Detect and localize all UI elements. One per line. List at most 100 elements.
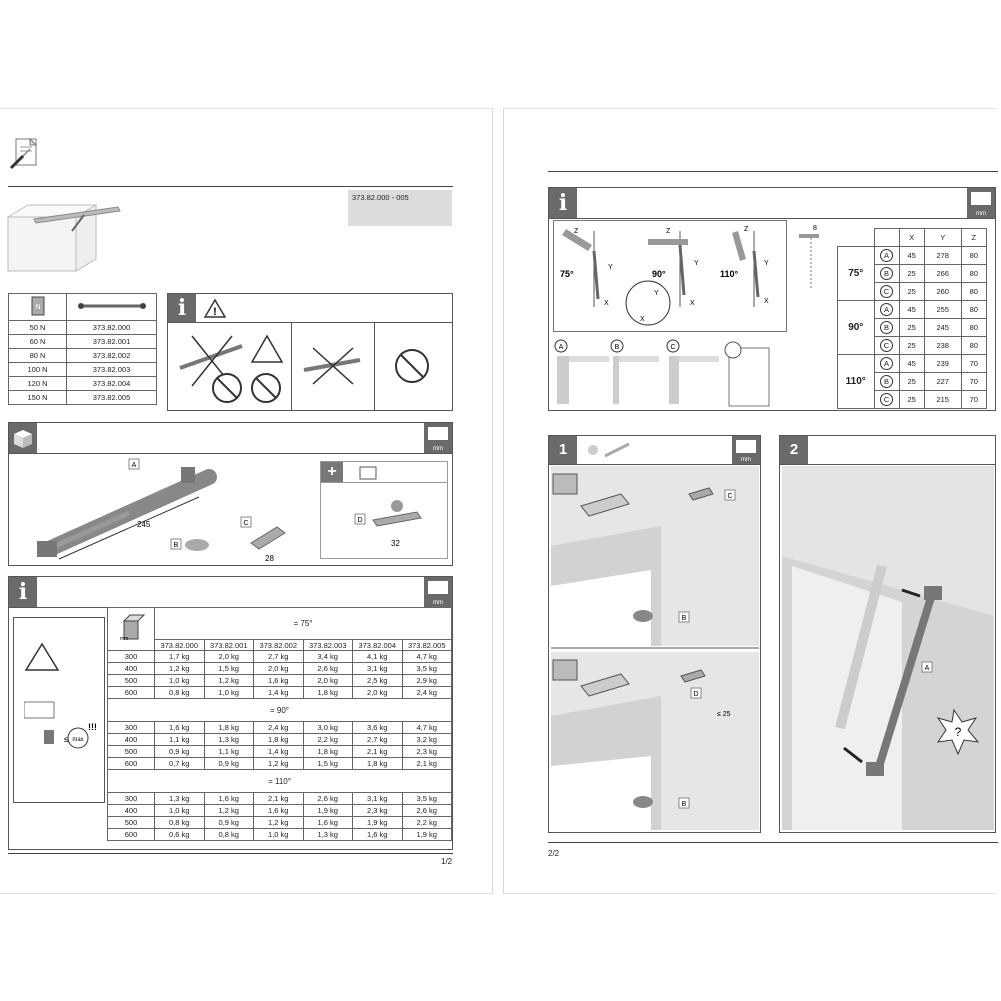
variant-badge: C: [880, 393, 893, 406]
load-cell: 2,0 kg: [352, 686, 403, 699]
column-header: 373.82.004: [352, 639, 403, 651]
step-number-1: 1: [549, 436, 577, 464]
header-rule: [8, 186, 453, 187]
load-cell: 1,1 kg: [203, 745, 254, 758]
optional-part-panel: + D 32: [320, 461, 448, 559]
svg-text:8: 8: [813, 225, 817, 232]
depth-cell: 500: [107, 674, 155, 687]
footer-rule: [8, 853, 453, 854]
angle-110: 110°: [720, 269, 739, 279]
load-cell: 1,6 kg: [203, 792, 254, 805]
load-cell: 1,0 kg: [203, 686, 254, 699]
svg-text:Y: Y: [694, 260, 699, 267]
step-number-2: 2: [780, 436, 808, 464]
variant-badge: A: [880, 249, 893, 262]
angle-75-label: = 75°: [154, 607, 452, 640]
load-cell: 1,9 kg: [302, 804, 353, 817]
load-cell: 1,2 kg: [154, 662, 205, 675]
svg-text:B: B: [615, 344, 620, 351]
svg-text:N: N: [35, 304, 40, 311]
depth-cell: 300: [107, 721, 155, 734]
load-cell: 1,4 kg: [253, 745, 304, 758]
overload-warning-panel: ≤ max !!!: [13, 617, 105, 803]
load-cell: 3,1 kg: [352, 792, 403, 805]
depth-cell: 600: [107, 757, 155, 770]
load-cell: 0,9 kg: [203, 816, 254, 829]
info-icon: i: [168, 294, 196, 322]
mounting-plate-d-illustration: D 32: [354, 500, 422, 548]
load-cell: 0,6 kg: [154, 828, 205, 841]
load-cell: 2,0 kg: [203, 650, 254, 663]
depth-cell: 400: [107, 662, 155, 675]
load-cell: 1,6 kg: [253, 804, 304, 817]
load-cell: 1,2 kg: [203, 674, 254, 687]
load-cell: 2,4 kg: [401, 686, 452, 699]
load-cell: 2,2 kg: [302, 733, 353, 746]
angle-group: 110°: [837, 354, 875, 409]
part-label-d: D: [357, 517, 362, 524]
step-2-illustration: A ?: [782, 466, 994, 830]
svg-text:Z: Z: [574, 228, 579, 235]
svg-text:C: C: [727, 493, 732, 500]
gas-spring-parts-illustration: A 245 B C 28: [37, 458, 286, 563]
load-cell: 1,2 kg: [253, 816, 304, 829]
load-cell: 1,8 kg: [203, 721, 254, 734]
variant-badge: B: [880, 375, 893, 388]
load-cell: 2,1 kg: [253, 792, 304, 805]
article-cell: 373.82.003: [66, 362, 157, 377]
warning-panel: i !: [167, 293, 453, 411]
part-label-c: C: [243, 520, 248, 527]
article-cell: 373.82.000: [66, 320, 157, 335]
svg-text:A: A: [559, 344, 564, 351]
depth-cell: 400: [107, 804, 155, 817]
load-cell: 1,6 kg: [302, 816, 353, 829]
svg-text:A: A: [925, 665, 930, 672]
depth-cell: 300: [107, 792, 155, 805]
load-cell: 1,6 kg: [352, 828, 403, 841]
column-header: 373.82.002: [253, 639, 304, 651]
depth-cell: 500: [107, 745, 155, 758]
load-cell: 3,6 kg: [352, 721, 403, 734]
angle-group: 75°: [837, 246, 875, 301]
load-cell: 2,3 kg: [401, 745, 452, 758]
load-cell: 1,6 kg: [154, 721, 205, 734]
svg-text:Y: Y: [764, 260, 769, 267]
depth-cell: 400: [107, 733, 155, 746]
force-cell: 50 N: [8, 320, 67, 335]
article-number-box: 373.82.000 - 005: [348, 190, 452, 226]
load-cell: 1,1 kg: [154, 733, 205, 746]
less-equal-sign: ≤: [64, 734, 69, 744]
variant-badge: A: [880, 357, 893, 370]
depth-cube-icon: mm: [120, 614, 146, 642]
svg-text:!: !: [213, 306, 217, 318]
max-label: max: [72, 737, 83, 743]
load-cell: 2,0 kg: [253, 662, 304, 675]
no-bending-illustration: [303, 347, 361, 385]
load-cell: 1,5 kg: [302, 757, 353, 770]
load-cell: 1,9 kg: [401, 828, 452, 841]
angle-75: 75°: [560, 269, 574, 279]
load-cell: 2,7 kg: [253, 650, 304, 663]
depth-cell: 300: [107, 650, 155, 663]
mm-unit-badge: mm: [732, 436, 760, 464]
load-cell: 2,6 kg: [401, 804, 452, 817]
load-cell: 1,4 kg: [253, 686, 304, 699]
column-header: 373.82.003: [302, 639, 353, 651]
mm-unit-badge: mm: [424, 577, 452, 607]
